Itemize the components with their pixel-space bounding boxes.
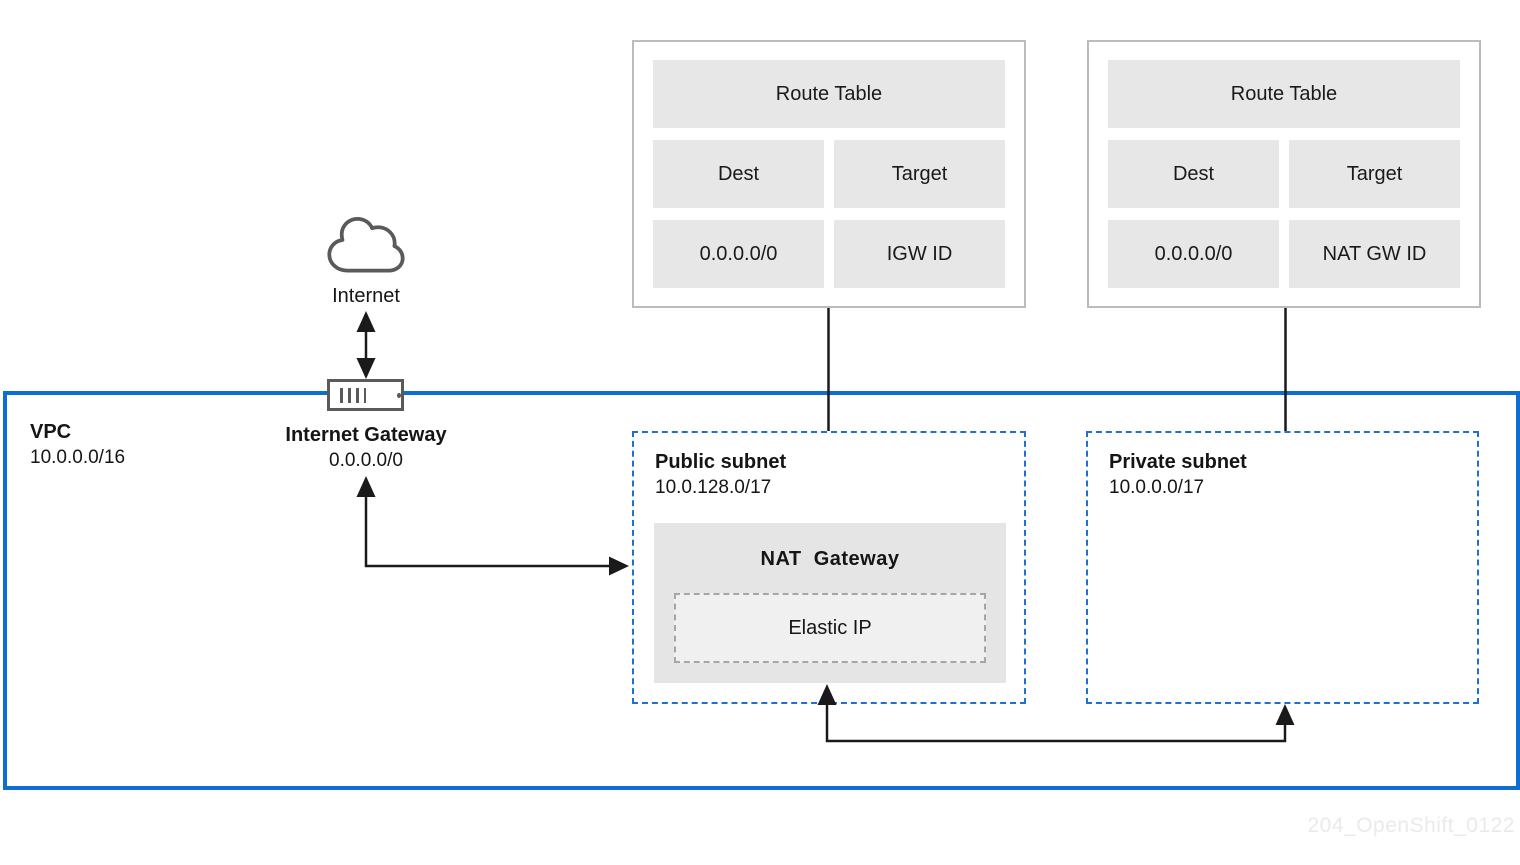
vpc-label: VPC 10.0.0.0/16	[30, 420, 125, 470]
route-table-public: Route Table Dest Target 0.0.0.0/0 IGW ID	[632, 40, 1026, 308]
vpc-boundary	[3, 391, 1520, 790]
internet-cloud-icon	[318, 216, 414, 280]
internet-to-gateway-arrow	[356, 311, 376, 379]
private-subnet-title: Private subnet	[1109, 451, 1247, 473]
route-table-title: Route Table	[653, 60, 1005, 128]
private-subnet-cidr: 10.0.0.0/17	[1109, 477, 1205, 498]
nat-gateway-label: NAT Gateway	[760, 548, 900, 570]
nat-gateway-box: NAT Gateway Elastic IP	[654, 523, 1006, 683]
internet-label: Internet	[332, 285, 400, 307]
route-table-col-target: Target	[1289, 140, 1460, 208]
route-table-col-dest: Dest	[1108, 140, 1279, 208]
vpc-title: VPC	[30, 421, 72, 443]
route-table-title: Route Table	[1108, 60, 1460, 128]
private-subnet: Private subnet 10.0.0.0/17	[1086, 431, 1479, 704]
elastic-ip-box: Elastic IP	[674, 593, 986, 663]
internet-gateway-cidr: 0.0.0.0/0	[329, 450, 403, 471]
route-table-target-value: NAT GW ID	[1289, 220, 1460, 288]
gateway-bar	[363, 387, 367, 403]
route-table-dest-value: 0.0.0.0/0	[653, 220, 824, 288]
route-table-dest-value: 0.0.0.0/0	[1108, 220, 1279, 288]
route-table-private: Route Table Dest Target 0.0.0.0/0 NAT GW…	[1087, 40, 1481, 308]
public-subnet-cidr: 10.0.128.0/17	[655, 477, 772, 498]
elastic-ip-label: Elastic IP	[788, 616, 872, 639]
public-subnet-title: Public subnet	[655, 451, 787, 473]
route-table-target-value: IGW ID	[834, 220, 1005, 288]
gateway-bar	[340, 387, 343, 403]
gateway-bar	[347, 387, 351, 403]
gateway-dot	[397, 392, 402, 398]
private-subnet-label: Private subnet 10.0.0.0/17	[1109, 450, 1247, 500]
internet-gateway-title: Internet Gateway	[285, 424, 447, 446]
vpc-cidr: 10.0.0.0/16	[30, 447, 126, 468]
route-table-col-dest: Dest	[653, 140, 824, 208]
public-subnet: Public subnet 10.0.128.0/17 NAT Gateway …	[632, 431, 1026, 704]
gateway-bar	[355, 387, 359, 403]
internet-gateway-icon	[327, 379, 404, 411]
route-table-col-target: Target	[834, 140, 1005, 208]
public-subnet-label: Public subnet 10.0.128.0/17	[655, 450, 786, 500]
internet-gateway-label: Internet Gateway 0.0.0.0/0	[276, 423, 456, 473]
watermark: 204_OpenShift_0122	[1307, 814, 1515, 837]
